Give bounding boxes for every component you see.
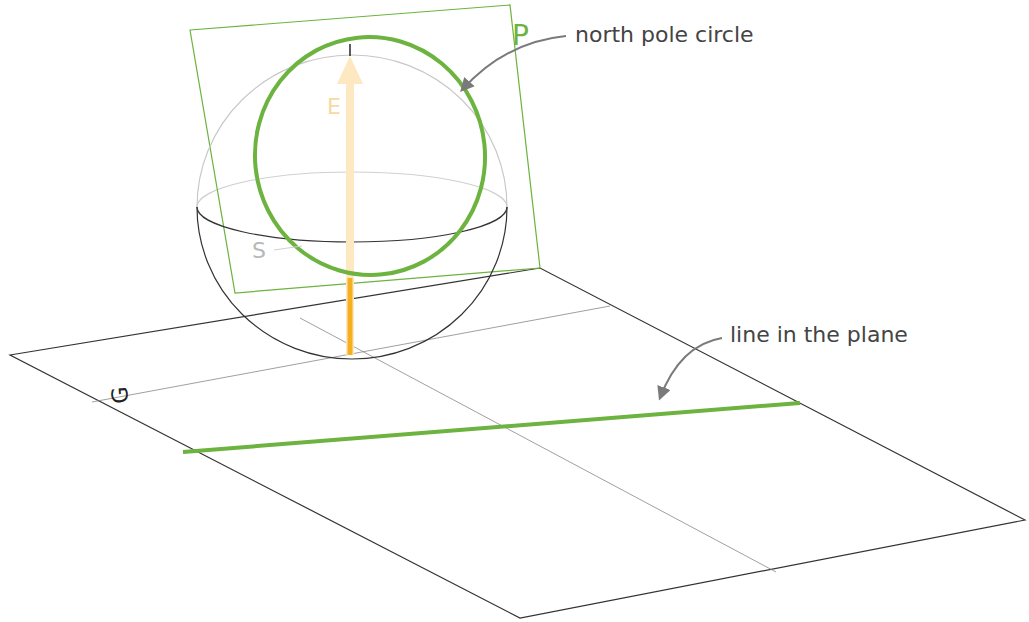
- label-tail: [274, 246, 302, 250]
- plane-name: P: [512, 22, 529, 50]
- callout-text: north pole circle: [575, 24, 754, 46]
- vector-name: E: [327, 96, 341, 118]
- plane-p: [190, 5, 540, 293]
- vector-e-head: [337, 56, 363, 84]
- leader-line: [660, 338, 722, 398]
- vector-e-visible: [348, 278, 353, 355]
- plane-line: [183, 403, 800, 452]
- north-pole-circle: [243, 26, 497, 287]
- sphere-name: S: [252, 240, 266, 262]
- vector-e: [346, 80, 354, 355]
- pole-tick: [349, 44, 351, 56]
- plane-name: G: [109, 386, 132, 405]
- callout-text: line in the plane: [730, 324, 908, 346]
- plane-g: [10, 268, 1025, 618]
- plane-axis: [300, 318, 776, 572]
